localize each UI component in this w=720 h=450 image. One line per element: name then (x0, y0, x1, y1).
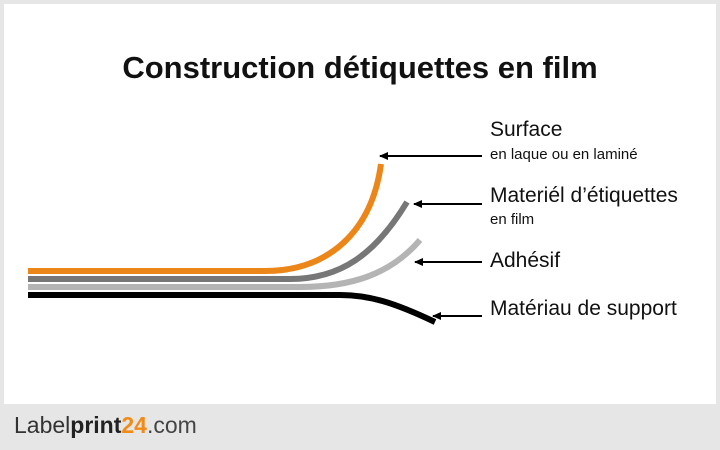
logo-text-24: 24 (121, 412, 147, 438)
layer-diagram (28, 152, 482, 325)
footer-bar: Labelprint24.com (0, 404, 720, 450)
support-label: Matériau de support (490, 297, 677, 320)
materiel-label: Materiél d’étiquettes (490, 184, 678, 207)
surface-sublabel: en laque ou en laminé (490, 146, 638, 163)
materiel-sublabel: en film (490, 211, 535, 228)
diagram-panel: Construction détiquettes en film (4, 4, 716, 404)
surface-label: Surface (490, 118, 563, 141)
labelprint24-logo[interactable]: Labelprint24.com (14, 412, 197, 439)
adhesif-layer (28, 238, 423, 290)
logo-text-label: Label (14, 412, 71, 438)
support-layer (28, 292, 437, 325)
adhesif-label: Adhésif (490, 249, 561, 272)
logo-text-domain: .com (146, 412, 197, 438)
surface-layer (28, 163, 384, 274)
materiel-layer (28, 200, 410, 282)
logo-text-print: print (70, 412, 122, 438)
diagram-title: Construction détiquettes en film (122, 50, 598, 85)
